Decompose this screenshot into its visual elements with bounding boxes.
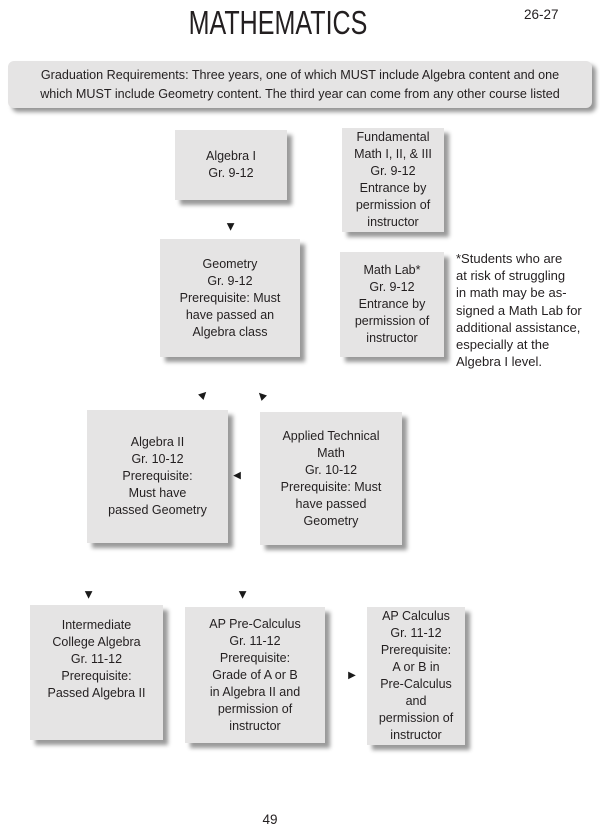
arrow-right-icon: ▶	[348, 670, 356, 681]
page-title: MATHEMATICS	[188, 4, 368, 41]
arrow-down-icon: ▶	[225, 223, 236, 231]
arrow-up-right-icon: ▶	[197, 388, 211, 402]
school-year-label: 26-27	[524, 7, 559, 22]
arrow-down-icon: ▶	[237, 591, 248, 599]
arrow-left-icon: ▶	[233, 470, 241, 481]
page-number: 49	[262, 812, 278, 827]
graduation-requirements-banner: Graduation Requirements: Three years, on…	[8, 61, 592, 108]
arrow-down-icon: ▶	[83, 591, 94, 599]
arrow-up-left-icon: ▶	[255, 388, 269, 402]
